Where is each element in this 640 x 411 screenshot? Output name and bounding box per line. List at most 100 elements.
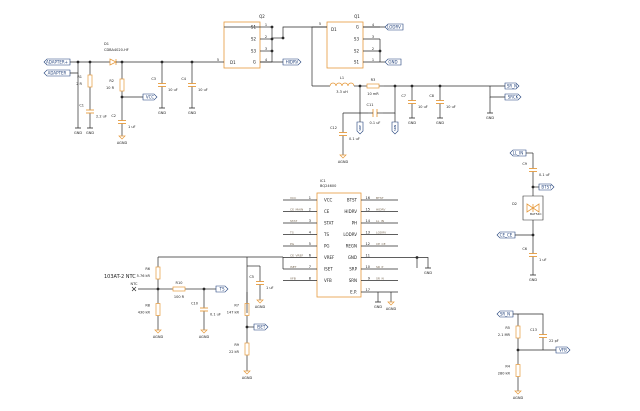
wire [359,86,368,114]
c4-capacitor-value: 10 uF [198,88,208,92]
srck-net-flag-text: SRCK [508,95,519,100]
r5-resistor [515,325,521,339]
ic1-pin-net: ISET [290,265,297,269]
r7-resistor-ref: R7 [234,304,239,308]
q2-pin-num: 3 [265,47,267,51]
iset-net-flag-text: ISET [257,325,266,330]
ic1-pin-num: 11 [366,254,370,258]
q1-pin-name: S1 [354,60,360,65]
c3-capacitor-ref: C3 [151,77,156,81]
srp-net-flag-text: SRP [358,125,362,131]
c2-agnd-label: AGND [117,141,128,145]
ic1-pin-name: SRN [349,278,357,283]
c7-capacitor-value: 10 uF [418,105,428,109]
r1-resistor-value: 2 R [76,82,82,86]
ic1-pin-net: LODRV [376,231,387,235]
ic1-pin-num: 1 [309,196,311,200]
q1-pin-name: S2 [354,49,360,54]
junction-dot [270,25,274,29]
q1-mosfet [326,21,364,69]
ic1-pin-name: HIDRV [344,209,357,214]
ic1-pin-num: 4 [309,231,312,235]
c10-agnd-label: AGND [199,335,210,339]
c3-capacitor-value: 10 uF [168,88,178,92]
adapter-net-flag-text: ADAPTER [48,71,67,76]
ic1-pin-num: 2 [309,208,311,212]
ic1-pin-name: VFB [324,278,332,283]
ic1-pin-net: HIDRV [376,208,386,212]
ic1-pin-name: VCC [324,198,333,203]
q1-pin-name: D1 [331,27,337,32]
r6-resistor-ref: R6 [145,267,150,271]
c6-capacitor-value: 1 uF [539,258,547,262]
btst-net-flag [538,183,555,191]
r7-resistor [244,303,250,316]
ce-ce-net-flag [496,231,516,239]
sr-n-vfb-net-flag-text: SR_N [500,312,510,317]
lodrv-net-flag-text: LODRV [387,25,401,30]
btst-net-flag-text: BTST [541,185,552,190]
ic1-pin-net: LL_IN [376,219,384,223]
ic1-pin-net: BTST [376,196,384,200]
q1-pin-num: 4 [372,23,375,27]
r9-agnd-label: AGND [242,376,253,380]
c12-capacitor-value: 0.1 uF [349,137,360,141]
r8-resistor [155,303,161,316]
ic1-pin-net: SR_P [376,265,383,269]
ic1-pin-num: 5 [309,242,311,246]
r8-agnd-label: AGND [153,335,164,339]
ic1-pin-net: CE_CE [376,242,386,246]
ic1-pin-num: 6 [309,254,311,258]
ic1-pin-num: 16 [366,196,370,200]
hidrv-net-flag-text: HIDRV [286,60,299,65]
ic1-pin-num: 7 [309,265,311,269]
c4-capacitor-ref: C4 [181,77,186,81]
ntc-label: NTC [131,282,139,286]
ic1-pin-num: 3 [309,219,311,223]
gnd-net-flag-text: GND [388,60,397,65]
r10-resistor-ref: R10 [176,281,183,285]
ic1-ground-label: GND [424,271,432,275]
r8-resistor-value: 430 kR [138,311,151,315]
ic1-pin-num: 12 [366,242,370,246]
r3-resistor [366,83,380,89]
c1-capacitor-ref: C1 [79,104,84,108]
lodrv-net-flag [384,23,404,31]
ic1-pin-name: GND [348,255,357,260]
r9-resistor [244,342,250,356]
q1-pin-num: 5 [319,22,321,26]
ic1-pin-name: PG [324,244,330,249]
r5-resistor-ref: R5 [505,326,510,330]
ic1-pin-net: CE_VREF [290,254,304,258]
ntc-marker [131,286,137,292]
c12-agnd-label: AGND [338,160,349,164]
q2-pin-num: 2 [265,35,267,39]
junction-dot [378,49,382,53]
r9-resistor-value: 22 kR [229,350,240,354]
adapter-plus-net-flag [43,58,71,66]
sr-n-net-flag-text: SR_N [507,84,517,89]
ll-in-net-flag-text: LL_IN [513,151,524,156]
r2-resistor [119,78,125,92]
ic1-pin-name: STAT [324,221,334,226]
d1-value: CDBA4020-HF [104,48,129,52]
ic1-pin-net: CE_MAIN [290,208,303,212]
d1-ref: D1 [104,42,109,46]
ic1-pin-net: STAT [290,219,297,223]
c5-agnd [256,299,264,304]
ic1-pin-name: PH [352,221,357,226]
c2-capacitor-value: 1 uF [128,125,136,129]
c11-ref: C11 [367,103,374,107]
vfb-net-flag-text: VFB [559,348,567,353]
q2-pin-name: S3 [251,49,257,54]
r8-resistor-ref: R8 [145,304,150,308]
srn-net-flag [391,121,399,135]
wire [513,313,544,322]
ic1-pin-num: 13 [366,231,370,235]
ts-net-flag [215,285,229,293]
c11-value: 0.1 uF [370,121,381,125]
ntc-title: 103AT-2 NTC [104,274,136,280]
d2-frame [522,195,544,221]
r7-resistor-value: 147 kR [227,311,240,315]
r1-resistor-ref: R1 [77,75,82,79]
